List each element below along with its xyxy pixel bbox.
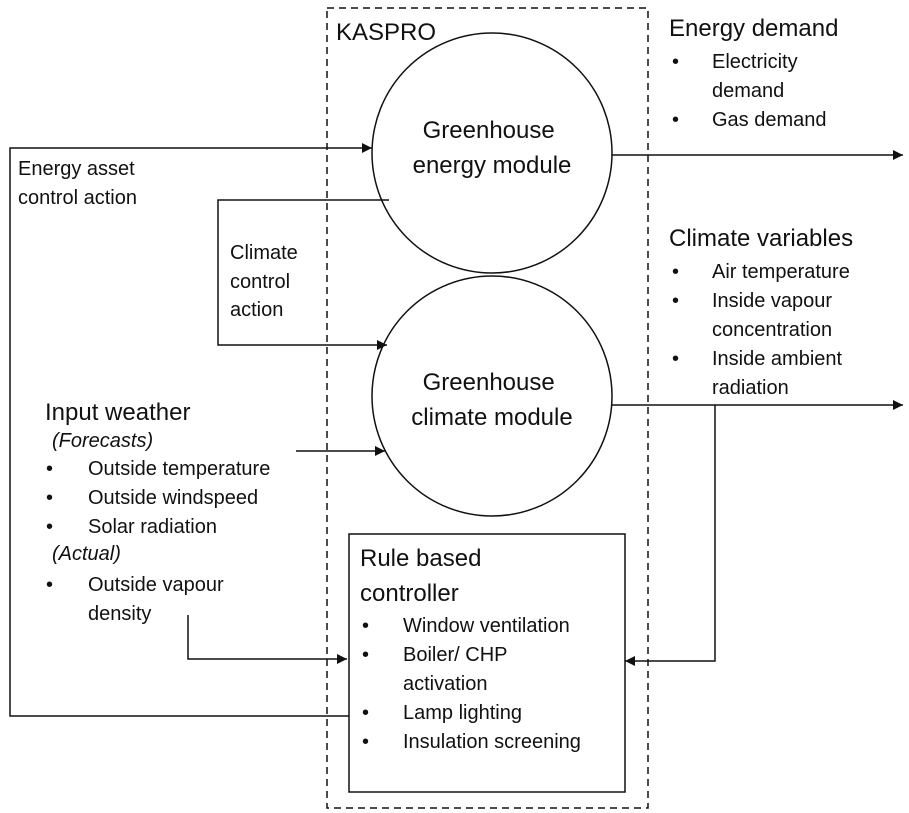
bullet-icon: • (362, 702, 369, 724)
forecasts-label: (Forecasts) (52, 430, 153, 452)
greenhouse-climate-module: Greenhouse climate module (371, 275, 613, 517)
bullet-icon: • (46, 458, 53, 480)
energy-asset-control-arrow (9, 143, 372, 717)
energy-demand-list: • Electricity demand • Gas demand (672, 51, 827, 131)
climate-variable-item: radiation (712, 377, 789, 399)
kaspro-label: KASPRO (336, 19, 436, 46)
climate-variables-list: • Air temperature • Inside vapour concentrat… (672, 261, 850, 399)
actual-list: • Outside vapour density (46, 574, 224, 625)
climate-module-line: Greenhouse (423, 369, 555, 396)
energy-module-line: Greenhouse (423, 117, 555, 144)
climate-control-arrow (217, 199, 389, 350)
energy-demand-block: Energy demand • Electricity demand • Gas dem… (669, 15, 838, 131)
energy-asset-control-label: Energy asset control action (18, 158, 140, 209)
input-weather-block: Input weather (Forecasts) • Outside tempe… (45, 399, 270, 625)
svg-text:Greenhouse energy module: Greenhouse energy module (413, 117, 572, 179)
energy-demand-item: demand (712, 80, 784, 102)
bullet-icon: • (672, 348, 679, 370)
bullet-icon: • (46, 516, 53, 538)
climate-variables-block: Climate variables • Air temperature • Insid… (669, 225, 853, 399)
vapour-density-arrow (187, 615, 347, 664)
bullet-icon: • (362, 731, 369, 753)
forecast-item: Outside windspeed (88, 487, 258, 509)
controller-action-item: Boiler/ CHP (403, 644, 507, 666)
bullet-icon: • (672, 261, 679, 283)
connectors (9, 143, 903, 717)
climate-control-label-line: action (230, 299, 283, 321)
controller-action-item: Insulation screening (403, 731, 581, 753)
bullet-icon: • (362, 615, 369, 637)
greenhouse-energy-module: Greenhouse energy module (371, 32, 613, 274)
climate-module-line: climate module (411, 404, 572, 431)
controller-action-item: activation (403, 673, 488, 695)
kaspro-boundary (326, 7, 649, 809)
climate-variable-item: Air temperature (712, 261, 850, 283)
rule-based-controller: Rule based controller • Window ventilatio… (348, 533, 626, 793)
forecast-list: • Outside temperature • Outside windspeed • S… (46, 458, 270, 538)
energy-demand-item: Gas demand (712, 109, 827, 131)
climate-variable-item: Inside ambient (712, 348, 843, 370)
energy-asset-label-line: control action (18, 187, 137, 209)
bullet-icon: • (46, 487, 53, 509)
forecast-item: Solar radiation (88, 516, 217, 538)
climate-feedback-arrow (625, 405, 716, 666)
controller-action-item: Lamp lighting (403, 702, 522, 724)
bullet-icon: • (362, 644, 369, 666)
controller-title-line: Rule based (360, 545, 481, 572)
actual-item: density (88, 603, 151, 625)
energy-asset-label-line: Energy asset (18, 158, 135, 180)
bullet-icon: • (672, 290, 679, 312)
input-weather-title: Input weather (45, 399, 190, 426)
climate-variable-item: concentration (712, 319, 832, 341)
climate-variable-item: Inside vapour (712, 290, 832, 312)
bullet-icon: • (672, 51, 679, 73)
climate-variables-title: Climate variables (669, 225, 853, 252)
bullet-icon: • (46, 574, 53, 596)
energy-module-line: energy module (413, 152, 572, 179)
svg-text:Rule based controller: Rule based controller (360, 545, 488, 607)
climate-control-label: Climate control action (230, 242, 303, 321)
energy-demand-title: Energy demand (669, 15, 838, 42)
actual-label: (Actual) (52, 543, 121, 565)
climate-control-label-line: control (230, 271, 290, 293)
actual-item: Outside vapour (88, 574, 224, 596)
svg-text:Greenhouse climate modul: Greenhouse climate module (411, 369, 572, 431)
forecast-item: Outside temperature (88, 458, 270, 480)
energy-demand-item: Electricity (712, 51, 798, 73)
climate-control-label-line: Climate (230, 242, 298, 264)
bullet-icon: • (672, 109, 679, 131)
controller-action-list: • Window ventilation • Boiler/ CHP activatio… (362, 615, 581, 753)
controller-title-line: controller (360, 580, 459, 607)
controller-action-item: Window ventilation (403, 615, 570, 637)
